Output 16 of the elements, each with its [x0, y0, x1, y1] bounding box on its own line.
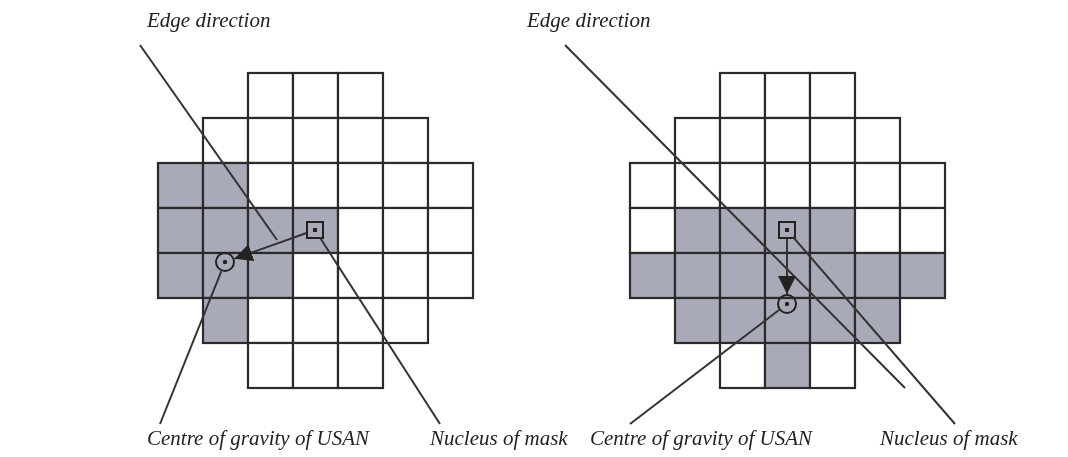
- direction-label: Edge direction: [147, 8, 271, 32]
- leader-line: [629, 309, 781, 425]
- square-marker: [777, 220, 797, 240]
- circle-marker: [214, 251, 236, 273]
- callout-text: Nucleus of mask: [430, 426, 568, 450]
- leader-line: [318, 236, 441, 425]
- callout-text: Nucleus of mask: [880, 426, 1018, 450]
- callout-text: Centre of gravity of USAN: [147, 426, 370, 450]
- callout-text: Centre of gravity of USAN: [590, 426, 813, 450]
- leader-line: [159, 270, 223, 425]
- direction-label: Edge direction: [527, 8, 651, 32]
- square-marker: [305, 220, 325, 240]
- arrow: [233, 232, 308, 262]
- leader-line: [791, 235, 956, 425]
- arrow: [778, 238, 796, 295]
- circle-marker: [776, 293, 798, 315]
